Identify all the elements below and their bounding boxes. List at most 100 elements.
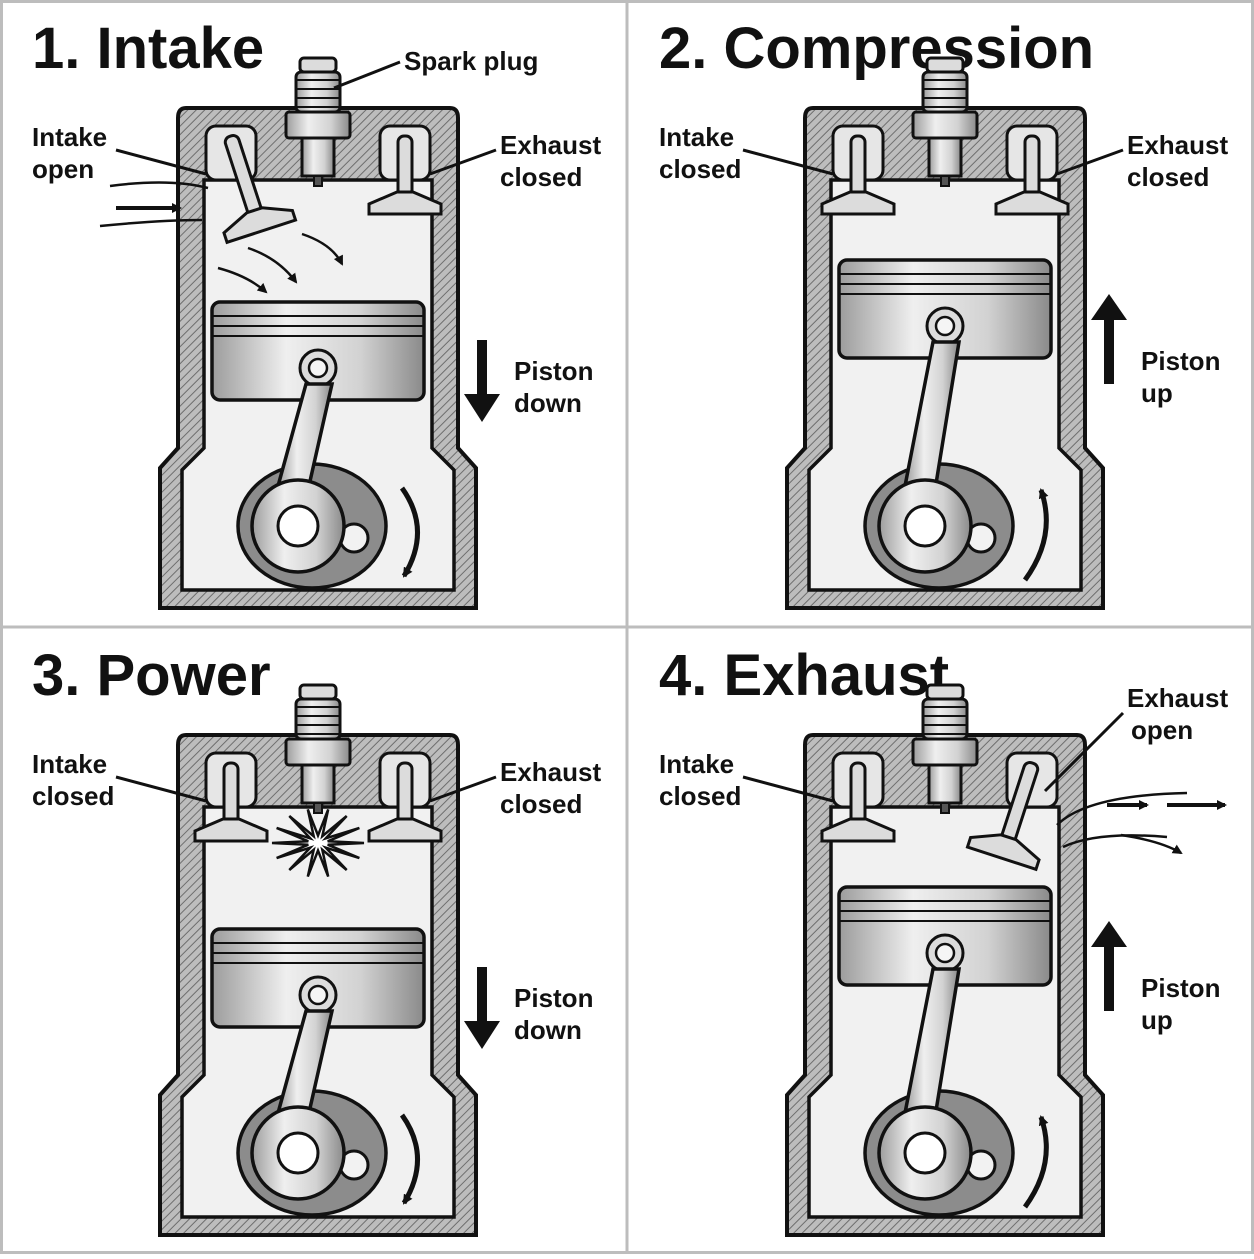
valve-head: [193, 817, 269, 843]
valve-head: [367, 190, 443, 216]
spark-plug: [911, 683, 979, 814]
intake-leader-line: [742, 775, 834, 803]
piston: [837, 258, 1053, 360]
piston-label-line1: Piston: [514, 983, 593, 1013]
piston-label-line2: up: [1141, 1005, 1173, 1035]
piston: [837, 885, 1053, 987]
piston-label-line2: up: [1141, 378, 1173, 408]
exhaust-label-line2: open: [1131, 715, 1193, 745]
spark-plug-thread: [300, 763, 336, 805]
spark-plug-hex: [284, 110, 352, 140]
piston-arrowhead: [1091, 921, 1127, 947]
crank-rotation-arrow: [1022, 488, 1049, 582]
spark-plug-leader-line: [333, 60, 401, 90]
exhaust-valve: [994, 134, 1070, 216]
piston-label-line1: Piston: [514, 356, 593, 386]
spark-plug-terminal: [925, 683, 965, 701]
exhaust-label-line1: Exhaust: [500, 130, 601, 160]
exhaust-label-line2: closed: [500, 789, 582, 819]
intake-label-line1: Intake: [659, 749, 734, 779]
crank-rotation-arrow: [399, 1113, 420, 1205]
exhaust-flow-line: [1056, 791, 1188, 826]
wrist-pin-hole: [307, 984, 329, 1006]
exhaust-label-line1: Exhaust: [1127, 130, 1228, 160]
crankshaft: [236, 382, 388, 590]
crankshaft: [863, 967, 1015, 1217]
crank-rotation-arrow: [1022, 1115, 1049, 1209]
exhaust-flow: [1056, 791, 1227, 855]
valve-stem: [396, 761, 414, 825]
spark-plug-terminal: [298, 683, 338, 701]
spark-plug: [911, 56, 979, 187]
spark-plug-thread: [300, 136, 336, 178]
wrist-pin-hole: [934, 942, 956, 964]
valve-head: [994, 190, 1070, 216]
spark-plug-terminal: [925, 56, 965, 74]
intake-valve: [222, 133, 298, 245]
spark-plug-terminal: [298, 56, 338, 74]
exhaust-leader-line: [429, 148, 497, 176]
valve-stem: [1023, 134, 1041, 198]
piston-label-line2: down: [514, 388, 582, 418]
spark-plug-electrode: [940, 175, 950, 187]
exhaust-leader-line: [1043, 711, 1125, 793]
intake-flow: [99, 181, 344, 294]
intake-valve: [820, 761, 896, 843]
exhaust-valve: [367, 761, 443, 843]
exhaust-flow-line: [1062, 834, 1168, 849]
valve-stem: [849, 134, 867, 198]
exhaust-valve: [965, 760, 1041, 872]
intake-valve: [193, 761, 269, 843]
intake-label-line2: closed: [659, 781, 741, 811]
spark-plug-label: Spark plug: [404, 46, 538, 76]
spark-plug-hex: [284, 737, 352, 767]
valve-stem: [849, 761, 867, 825]
wrist-pin-hole: [934, 315, 956, 337]
crankshaft: [863, 340, 1015, 590]
exhaust-label-line1: Exhaust: [1127, 683, 1228, 713]
intake-leader-line: [115, 775, 207, 803]
panel-title: 2. Compression: [659, 16, 1094, 81]
spark-plug: [284, 56, 352, 187]
crankshaft: [236, 1009, 388, 1217]
panel-title: 4. Exhaust: [659, 643, 949, 708]
valve-head: [820, 817, 896, 843]
exhaust-leader-line: [1056, 148, 1124, 176]
wrist-pin-hole: [307, 357, 329, 379]
piston-label-line2: down: [514, 1015, 582, 1045]
piston-arrowhead: [464, 394, 500, 422]
crank-rotation-arrow: [399, 486, 420, 578]
valve-head: [222, 206, 298, 245]
intake-label-line1: Intake: [659, 122, 734, 152]
spark-plug-electrode: [940, 802, 950, 814]
intake-flow-line: [99, 218, 203, 228]
piston-label-line1: Piston: [1141, 973, 1220, 1003]
panel-2: 2. CompressionPistonupIntakeclosedExhaus…: [659, 16, 1228, 610]
crank-journal: [903, 504, 947, 548]
spark-plug-electrode: [313, 802, 323, 814]
panel-1: 1. IntakePistondownIntakeopenExhaustclos…: [32, 16, 601, 610]
spark-plug-thread: [927, 136, 963, 178]
piston-arrowhead: [464, 1021, 500, 1049]
ignition-spark: [271, 808, 365, 878]
crank-journal: [276, 504, 320, 548]
intake-label-line2: closed: [659, 154, 741, 184]
intake-leader-line: [115, 148, 207, 176]
valve-head: [820, 190, 896, 216]
spark-plug-hex: [911, 737, 979, 767]
spark-plug-electrode: [313, 175, 323, 187]
panel-title: 3. Power: [32, 643, 271, 708]
valve-head: [965, 833, 1041, 872]
intake-valve: [820, 134, 896, 216]
valve-stem: [222, 761, 240, 825]
intake-label-line2: closed: [32, 781, 114, 811]
intake-label-line1: Intake: [32, 749, 107, 779]
intake-flow-arrow: [301, 232, 344, 266]
spark-burst: [271, 808, 365, 878]
intake-flow-line: [109, 181, 209, 190]
panel-3: 3. PowerPistondownIntakeclosedExhaustclo…: [32, 643, 601, 1237]
intake-leader-line: [742, 148, 834, 176]
crank-journal: [903, 1131, 947, 1175]
